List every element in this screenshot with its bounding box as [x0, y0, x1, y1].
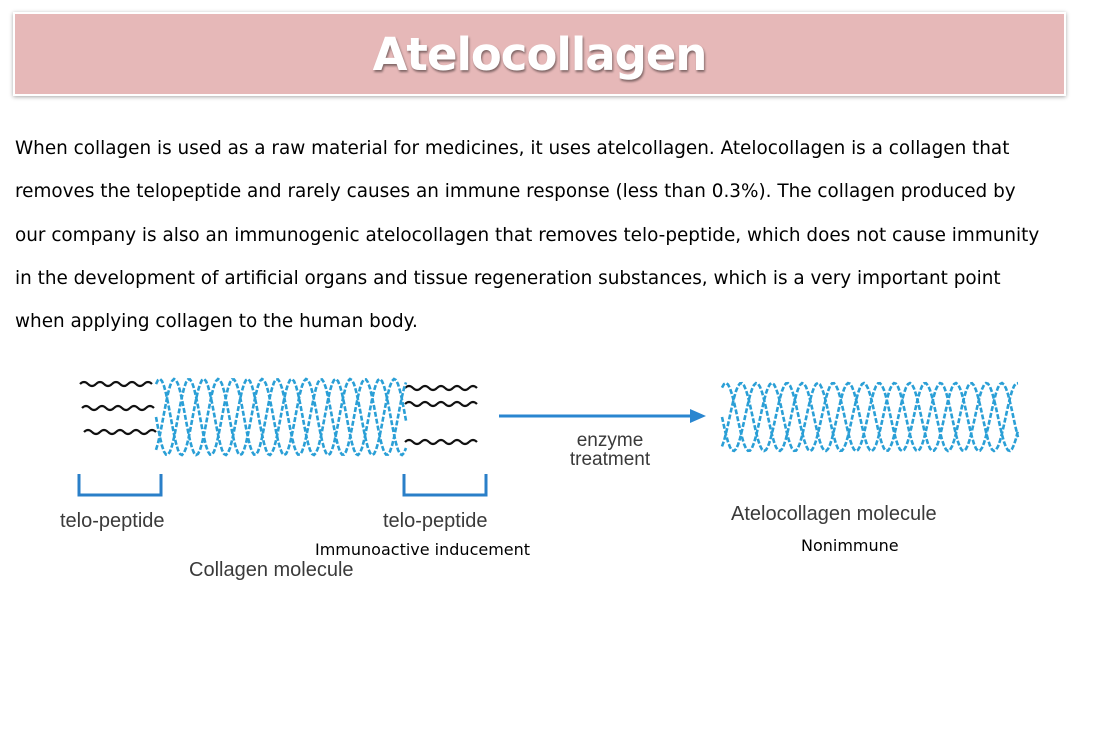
right-telopeptide-label: telo-peptide: [383, 510, 488, 532]
collagen-diagram: telo-peptide telo-peptide Immunoactive i…: [0, 360, 1106, 600]
page-title: Atelocollagen: [372, 27, 708, 81]
enzyme-treatment-label: enzyme treatment: [558, 431, 662, 469]
helix-strand: [154, 377, 408, 457]
right-telopeptide-bracket: [402, 474, 488, 497]
left-telopeptide-label: telo-peptide: [60, 510, 165, 532]
treatment-label-line: treatment: [569, 449, 651, 470]
helix-strand: [720, 381, 1020, 453]
helix-strand: [154, 378, 408, 456]
diagram-graphics: [77, 377, 1020, 497]
nonimmune-label: Nonimmune: [801, 536, 899, 555]
left-telopeptide-bracket: [77, 474, 163, 497]
enzyme-arrow: [499, 409, 706, 423]
enzyme-label-line: enzyme: [576, 430, 644, 451]
immunoactive-label: Immunoactive inducement: [315, 540, 531, 559]
description-paragraph: When collagen is used as a raw material …: [15, 127, 1103, 343]
collagen-triple-helix: [154, 377, 408, 457]
right-telopeptide-squiggles: [404, 384, 478, 446]
helix-strand: [154, 377, 408, 457]
left-telopeptide-squiggles: [79, 380, 157, 436]
title-banner: Atelocollagen: [13, 12, 1066, 96]
paragraph-line: our company is also an immunogenic atelo…: [15, 224, 1040, 246]
atelocollagen-triple-helix: [720, 381, 1020, 453]
atelocollagen-molecule-label: Atelocollagen molecule: [731, 503, 937, 525]
paragraph-line: in the development of artificial organs …: [15, 267, 1001, 289]
helix-strand: [720, 381, 1019, 453]
collagen-molecule-label: Collagen molecule: [189, 559, 354, 581]
paragraph-line: When collagen is used as a raw material …: [15, 138, 1010, 159]
paragraph-line: removes the telopeptide and rarely cause…: [15, 181, 1016, 203]
paragraph-line: when applying collagen to the human body…: [15, 311, 418, 333]
